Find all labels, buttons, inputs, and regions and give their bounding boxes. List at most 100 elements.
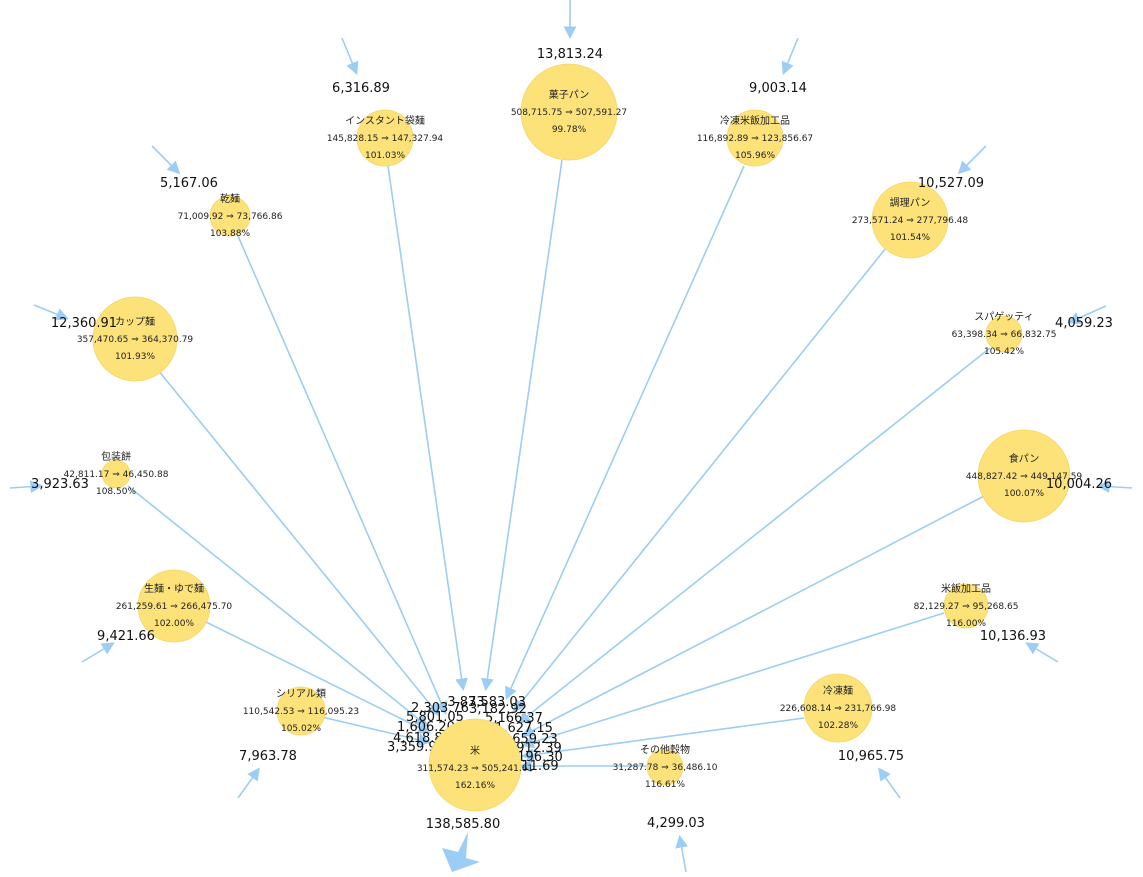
- link-namamen: [205, 621, 431, 734]
- outer-value-namamen: 9,421.66: [97, 629, 155, 644]
- node-name: その他穀物: [640, 743, 690, 756]
- edge-label-instant: 3,873: [447, 695, 484, 710]
- node-circle-instant: [356, 109, 414, 167]
- inflow-arrow-sonota: [675, 834, 688, 873]
- inflow-arrow-shokupan: [1096, 480, 1133, 493]
- node-name: 菓子パン: [549, 89, 590, 101]
- node-name: 生麺・ゆで麺: [144, 582, 204, 595]
- node-pct: 116.00%: [946, 619, 986, 629]
- outer-value-kanmen: 5,167.06: [160, 176, 218, 191]
- node-kanmen: 乾麺 71,009.92 ⇒ 73,766.86 103.88%: [178, 192, 283, 239]
- edge-label-chouri: 5,166.37: [485, 711, 543, 726]
- node-flow: 71,009.92 ⇒ 73,766.86: [178, 212, 283, 222]
- edge-label-beihan: 912.39: [516, 741, 562, 756]
- center-node-flow: 311,574.23 ⇒ 505,241.61: [417, 764, 533, 774]
- node-flow: 31,287.78 ⇒ 36,486.10: [613, 763, 718, 773]
- node-flow: 273,571.24 ⇒ 277,796.48: [852, 216, 969, 226]
- node-flow: 145,828.15 ⇒ 147,327.94: [327, 134, 444, 144]
- node-pct: 102.28%: [818, 721, 858, 731]
- node-pct: 103.88%: [210, 229, 250, 239]
- link-kashipan: [481, 159, 563, 692]
- inflow-arrow-kanmen: [151, 145, 181, 175]
- outer-value-cereal: 7,963.78: [239, 749, 297, 764]
- node-pct: 116.61%: [645, 780, 685, 790]
- node-flow: 63,398.34 ⇒ 66,832.75: [952, 330, 1057, 340]
- edge-label-cupmen: 5,801.05: [406, 710, 464, 725]
- node-cupmen: カップ麺 357,470.65 ⇒ 364,370.79 101.93%: [77, 296, 194, 382]
- inflow-arrows-layer: [9, 0, 1133, 873]
- outer-value-instant: 6,316.89: [332, 81, 390, 96]
- node-sonota: その他穀物 31,287.78 ⇒ 36,486.10 116.61%: [613, 743, 718, 790]
- link-cupmen: [157, 369, 441, 717]
- node-circle-sonota: [646, 748, 684, 786]
- node-name: スパゲッティ: [974, 311, 1033, 323]
- link-beihan: [520, 612, 945, 749]
- edge-label-sonota: 11.69: [521, 759, 558, 774]
- edge-label-cereal: 3,359.90: [387, 740, 445, 755]
- link-housoumochi: [127, 485, 429, 728]
- link-cereal: [321, 716, 432, 747]
- center-node-pct: 162.16%: [455, 781, 495, 791]
- node-name: 乾麺: [220, 192, 240, 205]
- inflow-arrow-instant: [341, 37, 359, 75]
- edge-label-reitomen: 196.30: [517, 750, 563, 765]
- link-instant: [387, 165, 468, 692]
- inflow-arrow-reitomen: [878, 767, 901, 799]
- edge-label-kanmen: 2,303.76: [411, 701, 469, 716]
- link-shokupan: [521, 495, 985, 737]
- node-name: 食パン: [1009, 452, 1040, 465]
- node-circle-reitomen: [803, 673, 873, 743]
- inflow-arrow-housoumochi: [9, 480, 44, 494]
- node-flow: 357,470.65 ⇒ 364,370.79: [77, 335, 194, 345]
- node-pct: 101.54%: [890, 233, 930, 243]
- node-flow: 42,811.17 ⇒ 46,450.88: [64, 470, 169, 480]
- edge-label-housoumochi: 1,606.20: [397, 720, 455, 735]
- center-outer-value: 138,585.80: [426, 817, 500, 832]
- center-inflow-arrow: [442, 832, 480, 872]
- node-flow: 226,608.14 ⇒ 231,766.98: [780, 704, 897, 714]
- node-pct: 99.78%: [552, 125, 587, 135]
- outer-value-kashipan: 13,813.24: [537, 47, 603, 62]
- node-flow: 508,715.75 ⇒ 507,591.27: [511, 108, 627, 118]
- node-name: カップ麺: [115, 315, 155, 328]
- node-flow: 110,542.53 ⇒ 116,095.23: [243, 707, 359, 717]
- edge-label-reitomeshi: 3,182.92: [469, 702, 527, 717]
- center-node-name: 米: [470, 744, 480, 757]
- node-circle-cereal: [276, 686, 326, 736]
- node-pct: 100.07%: [1004, 489, 1044, 499]
- node-flow: 82,129.27 ⇒ 95,268.65: [914, 602, 1019, 612]
- outer-value-reitomen: 10,965.75: [838, 749, 904, 764]
- node-pct: 101.93%: [115, 352, 155, 362]
- node-flow: 448,827.42 ⇒ 449,147.59: [966, 472, 1083, 482]
- inflow-arrow-cupmen: [33, 304, 69, 321]
- edge-label-shokupan: 659.23: [512, 732, 558, 747]
- node-pct: 102.00%: [154, 619, 194, 629]
- node-name: 米飯加工品: [941, 582, 991, 595]
- center-node: 米 311,574.23 ⇒ 505,241.61 162.16%: [417, 718, 533, 812]
- edge-label-spaghetti: 1,627.15: [495, 721, 553, 736]
- node-circle-chouri: [871, 181, 949, 259]
- center-node-circle: [428, 718, 522, 812]
- node-circle-cupmen: [92, 296, 178, 382]
- node-kashipan: 菓子パン 508,715.75 ⇒ 507,591.27 99.78%: [511, 63, 627, 161]
- node-pct: 105.42%: [984, 347, 1024, 357]
- node-circle-reitomeshi: [726, 109, 784, 167]
- link-spaghetti: [517, 347, 991, 724]
- inflow-arrow-namamen: [81, 642, 115, 663]
- link-kanmen: [237, 235, 448, 715]
- outer-value-beihan: 10,136.93: [980, 629, 1046, 644]
- outer-value-spaghetti: 4,059.23: [1055, 316, 1113, 331]
- outer-value-sonota: 4,299.03: [647, 816, 705, 831]
- outer-value-shokupan: 10,004.26: [1046, 477, 1112, 492]
- link-chouri: [512, 247, 887, 713]
- edge-label-kashipan: 3,583.03: [468, 695, 526, 710]
- node-circle-kanmen: [209, 195, 251, 237]
- node-circle-namamen: [137, 569, 211, 643]
- node-pct: 108.50%: [96, 487, 136, 497]
